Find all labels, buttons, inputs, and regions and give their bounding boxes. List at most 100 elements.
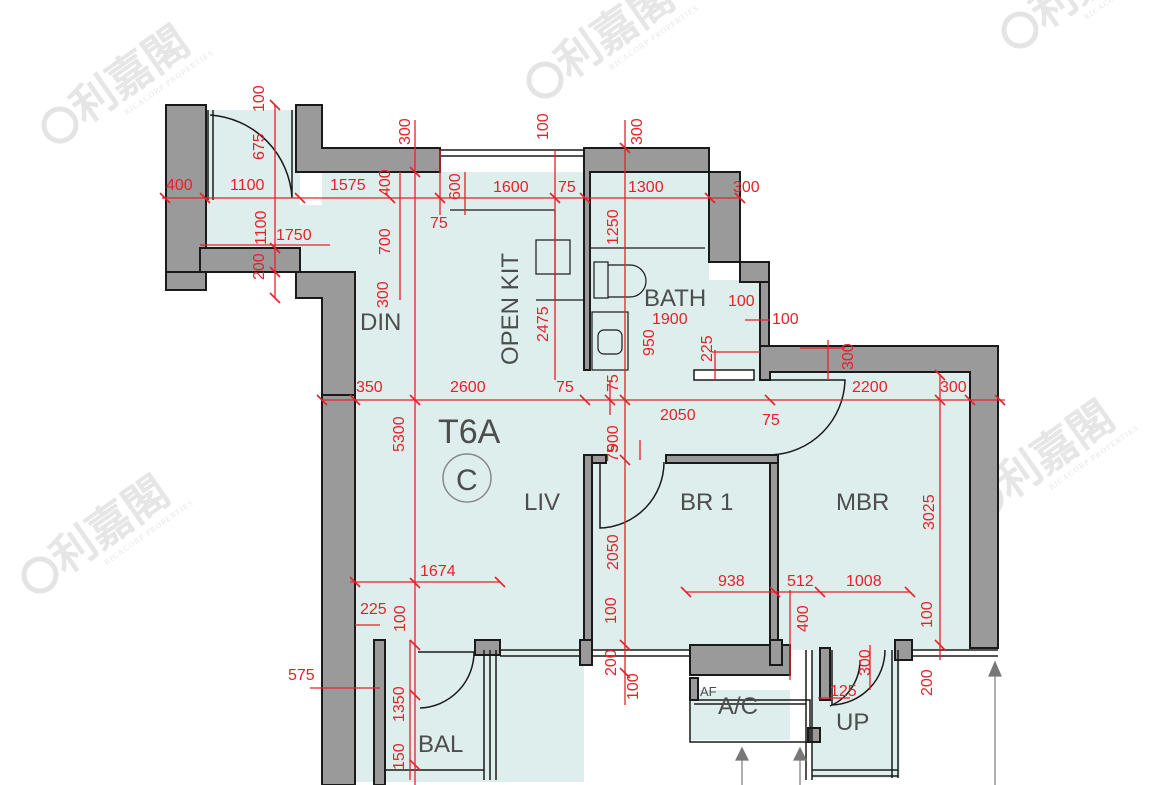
wall-segment: [665, 454, 779, 464]
watermark-logo: [526, 61, 564, 99]
dimension-label: 300: [857, 649, 874, 676]
dimension-label: 950: [641, 329, 658, 356]
wall-segment: [373, 639, 386, 785]
dimension-label: 400: [166, 177, 193, 194]
wall-segment: [819, 647, 831, 701]
room-label-ac: A/C: [718, 693, 758, 720]
dimension-label: 575: [288, 667, 315, 684]
dimension-label: 300: [840, 343, 857, 370]
room-labels: DIN OPEN KIT BATH LIV BR 1 MBR BAL A/C A…: [360, 253, 889, 758]
dimension-label: 75: [605, 374, 622, 392]
watermark-logo: [1001, 11, 1039, 49]
dimension-label: 100: [251, 85, 268, 112]
wall-segment: [474, 639, 501, 656]
wall-segment: [769, 639, 783, 666]
room-label-open-kit: OPEN KIT: [497, 253, 524, 365]
dimension-label: 675: [251, 133, 268, 160]
dimension-label: 1750: [276, 227, 312, 244]
unit-label: T6A: [438, 413, 501, 451]
dimension-label: 100: [625, 673, 642, 700]
dimension-label: 100: [728, 293, 755, 310]
watermark-text: 利嘉閣: [546, 0, 683, 89]
dimension-label: 1100: [253, 210, 270, 245]
dimension-label: 100: [603, 597, 620, 624]
basin-bowl: [597, 329, 623, 355]
dimension-label: 1100: [230, 177, 265, 194]
dimension-label: 300: [940, 379, 967, 396]
door-swing: [418, 651, 475, 709]
door-swing: [831, 649, 886, 706]
wall-segment: [759, 345, 999, 649]
wall-segment: [583, 454, 593, 649]
room-label-mbr: MBR: [836, 489, 889, 516]
wall-segment: [295, 104, 441, 173]
dimension-label: 400: [795, 605, 812, 632]
dimension-label: 2600: [450, 379, 486, 396]
dimension-label: 75: [556, 379, 574, 396]
dimension-label: 100: [919, 601, 936, 628]
doors: [209, 110, 886, 709]
dimension-label: 225: [360, 601, 387, 618]
room-label-bal: BAL: [418, 731, 463, 758]
wall-segment: [295, 271, 356, 396]
dimension-label: 5300: [391, 416, 408, 452]
wall-segment: [807, 727, 821, 743]
wall-segment: [199, 247, 301, 273]
dimension-label: 2475: [535, 306, 552, 342]
wall-segment: [165, 271, 207, 291]
room-label-din: DIN: [360, 309, 401, 336]
room-label-br1: BR 1: [680, 489, 733, 516]
dimension-label: 200: [603, 649, 620, 676]
dimension-label: 1674: [420, 563, 456, 580]
dimension-label: 300: [375, 281, 392, 308]
dimension-label: 300: [733, 179, 760, 196]
dimension-label: 512: [787, 573, 814, 590]
dimension-label: 300: [629, 118, 646, 145]
dimension-label: 100: [535, 113, 552, 140]
wall-segment: [321, 394, 356, 785]
dimension-ticks: [159, 99, 1006, 771]
dimension-label: 700: [377, 228, 394, 255]
toilet-tank: [593, 261, 609, 299]
block-label: C: [456, 464, 478, 497]
dimension-label: 938: [718, 573, 745, 590]
dimension-label: 75: [430, 215, 448, 232]
wall-segment: [759, 281, 770, 349]
room-label-af: AF: [700, 684, 717, 699]
wall-segment: [583, 147, 770, 371]
dimension-label: 350: [356, 379, 383, 396]
dimension-label: 125: [830, 683, 857, 700]
dimension-label: 3025: [921, 494, 938, 530]
door-swing: [599, 461, 665, 529]
dimension-label: 150: [391, 743, 408, 770]
dimension-label: 75: [605, 444, 622, 462]
dimension-label: 200: [251, 253, 268, 280]
dimension-label: 1350: [391, 686, 408, 722]
dimension-label: 1900: [652, 311, 688, 328]
wall-segment: [894, 639, 913, 661]
dimension-label: 225: [699, 335, 716, 362]
dimension-label: 1250: [605, 209, 622, 245]
indicators: [735, 660, 1002, 785]
basin: [591, 311, 629, 371]
room-label-bath: BATH: [644, 285, 706, 312]
dimension-label: 100: [392, 605, 409, 632]
windows: [207, 110, 998, 780]
dimension-label: 400: [377, 169, 394, 196]
room-label-up: UP: [836, 709, 869, 736]
dimension-label: 75: [762, 412, 780, 429]
dimension-label: 1008: [846, 573, 882, 590]
dimension-label: 75: [558, 179, 576, 196]
dimension-label: 600: [447, 173, 464, 200]
dimension-labels: 100 675 400 1100 1575 300 400 600 75 160…: [166, 85, 967, 770]
dimension-label: 2050: [605, 534, 622, 570]
dimension-label: 200: [919, 669, 936, 696]
dimension-label: 1600: [493, 179, 529, 196]
stove: [535, 239, 571, 275]
wall-segment: [689, 677, 699, 701]
